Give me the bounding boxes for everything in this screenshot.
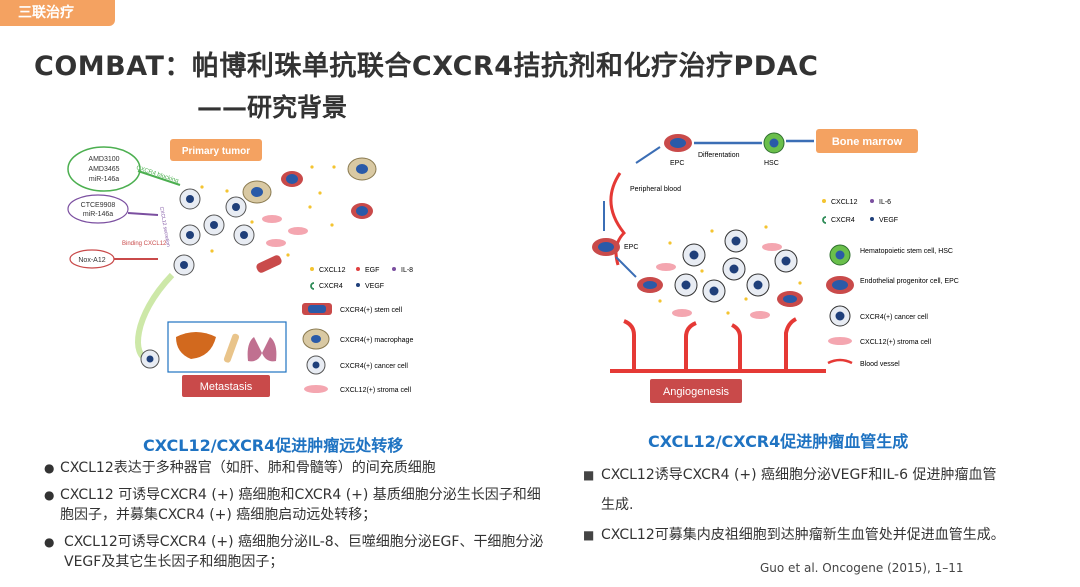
differentiation-label: Differentation xyxy=(698,152,740,159)
right-bullet-1: ■ CXCL12诱导CXCR4 (+) 癌细胞分泌VEGF和IL-6 促进肿瘤血… xyxy=(583,460,1009,520)
page-subtitle: ——研究背景 xyxy=(197,93,348,122)
legend-macrophage: CXCR4(+) macrophage xyxy=(340,337,413,344)
left-bullet-1: ● CXCL12表达于多种器官（如肝、肺和骨髓等）的间充质细胞 xyxy=(44,460,436,476)
r-legend-il6: IL-6 xyxy=(879,199,891,206)
legend-stem-cell: CXCR4(+) stem cell xyxy=(340,307,402,314)
legend-egf: EGF xyxy=(365,267,379,274)
page-title: COMBAT：帕博利珠单抗联合CXCR4拮抗剂和化疗治疗PDAC xyxy=(34,51,819,82)
peripheral-blood-label: Peripheral blood xyxy=(630,186,681,193)
left-heading: CXCL12/CXCR4促进肿瘤远处转移 xyxy=(143,436,404,455)
bullet-square-icon: ■ xyxy=(583,468,595,482)
r-legend-stroma-cell: CXCL12(+) stroma cell xyxy=(860,339,931,346)
metastasis-diagram: Primary tumor AMD3100 AMD3465 miR-146a C… xyxy=(67,139,413,397)
right-heading: CXCL12/CXCR4促进肿瘤血管生成 xyxy=(648,432,909,451)
left-bullet-2: ● CXCL12 可诱导CXCR4 (+) 癌细胞和CXCR4 (+) 基质细胞… xyxy=(44,487,541,523)
bone-marrow-label: Bone marrow xyxy=(832,136,903,148)
binding-cxcl12-label: Binding CXCL12 xyxy=(122,241,167,247)
bullet-square-icon: ■ xyxy=(583,528,595,542)
epc-label-side: EPC xyxy=(624,244,638,251)
drug-amd3100: AMD3100 xyxy=(88,156,119,163)
legend-cancer-cell: CXCR4(+) cancer cell xyxy=(340,363,408,370)
citation: Guo et al. Oncogene (2015), 1–11 xyxy=(760,561,964,575)
left-bullet-3: ● CXCL12可诱导CXCR4 (+) 癌细胞分泌IL-8、巨噬细胞分泌EGF… xyxy=(44,534,544,570)
legend-cxcl12: CXCL12 xyxy=(319,267,346,274)
legend-vegf: VEGF xyxy=(365,283,384,290)
right-bullet-2: ■ CXCL12可募集内皮祖细胞到达肿瘤新生血管处并促进血管生成。 xyxy=(583,520,1009,550)
metastasis-label: Metastasis xyxy=(200,381,253,393)
r-legend-epc: Endothelial progenitor cell, EPC xyxy=(860,278,959,285)
angiogenesis-diagram: Bone marrow HSC Differentation EPC Perip… xyxy=(592,129,959,403)
drug-ctce9908: CTCE9908 xyxy=(81,202,116,209)
section-tag: 三联治疗 xyxy=(0,0,115,26)
r-legend-hsc: Hematopoietic stem cell, HSC xyxy=(860,248,953,255)
primary-tumor-label: Primary tumor xyxy=(182,146,250,157)
legend-cxcr4: CXCR4 xyxy=(319,283,343,290)
bullet-dot-icon: ● xyxy=(44,488,55,502)
r-legend-cancer-cell: CXCR4(+) cancer cell xyxy=(860,314,928,321)
drug-noxa12: Nox-A12 xyxy=(78,257,105,264)
legend-stroma-cell: CXCL12(+) stroma cell xyxy=(340,387,411,394)
r-legend-cxcl12: CXCL12 xyxy=(831,199,858,206)
epc-label-top: EPC xyxy=(670,160,684,167)
hsc-label: HSC xyxy=(764,160,779,167)
bullet-dot-icon: ● xyxy=(44,535,55,549)
cxcr4-blocking-label: CXCR4 blocking xyxy=(135,165,179,184)
r-legend-blood-vessel: Blood vessel xyxy=(860,361,900,368)
legend-il8: IL-8 xyxy=(401,267,413,274)
r-legend-vegf: VEGF xyxy=(879,217,898,224)
bullet-dot-icon: ● xyxy=(44,461,55,475)
drug-amd3465: AMD3465 xyxy=(88,166,119,173)
r-legend-cxcr4: CXCR4 xyxy=(831,217,855,224)
drug-mir146a-1: miR-146a xyxy=(89,176,119,183)
drug-mir146a-2: miR-146a xyxy=(83,211,113,218)
angiogenesis-label: Angiogenesis xyxy=(663,386,730,398)
